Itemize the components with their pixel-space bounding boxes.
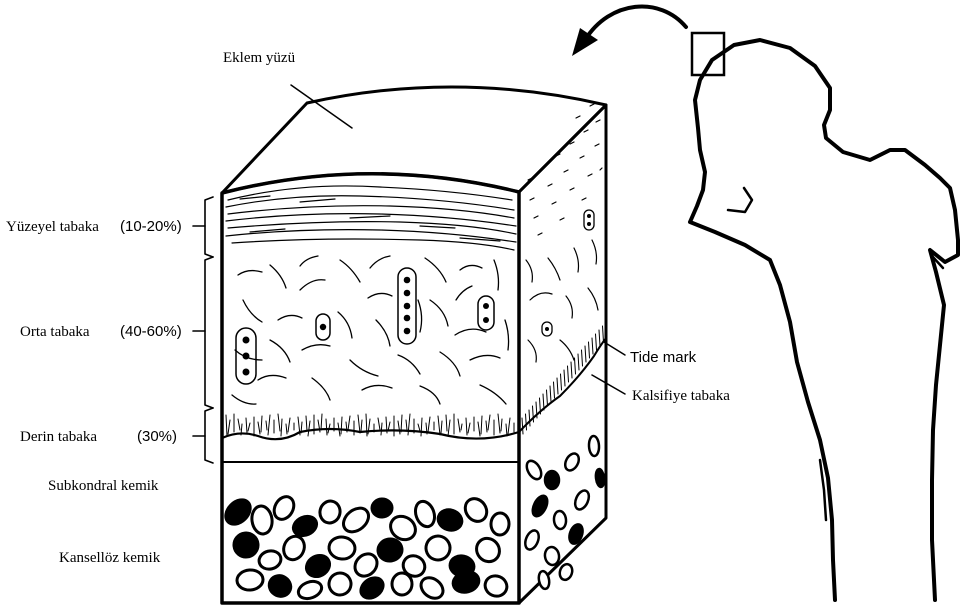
orta-label: Orta tabaka xyxy=(20,324,90,340)
eklem-leader xyxy=(291,85,352,128)
trabecula xyxy=(545,471,559,489)
subkondral-label: Subkondral kemik xyxy=(48,478,159,494)
trabecula xyxy=(357,574,387,603)
femur-outline xyxy=(690,40,958,600)
chondrocyte-column xyxy=(236,210,594,384)
trabecula xyxy=(558,563,574,582)
trabecula xyxy=(303,551,334,580)
trabecula xyxy=(472,534,504,567)
trabecula xyxy=(328,535,356,560)
trabecula xyxy=(376,537,403,562)
yuzeyel-pct: (10-20%) xyxy=(120,218,182,235)
layer-brackets xyxy=(193,197,213,463)
kanselloz-label: Kansellöz kemik xyxy=(59,550,161,566)
trabecula xyxy=(422,532,454,564)
trabecula xyxy=(339,503,373,536)
cartilage-block xyxy=(221,87,606,603)
tide-mark-label: Tide mark xyxy=(630,349,697,366)
trabecula xyxy=(524,458,544,481)
curved-arrow-icon xyxy=(572,6,686,56)
orta-pct: (40-60%) xyxy=(120,323,182,340)
trabecula xyxy=(280,533,308,563)
trabecula xyxy=(250,505,274,536)
trabecula xyxy=(372,498,393,517)
trabecula xyxy=(553,511,567,530)
trabecula xyxy=(523,528,542,551)
kalsifiye-label: Kalsifiye tabaka xyxy=(632,388,730,404)
trabecula xyxy=(318,499,342,525)
trabecula xyxy=(265,572,294,601)
kalsifiye-leader xyxy=(592,375,625,394)
trabeculae xyxy=(221,436,605,603)
trabecula xyxy=(350,549,381,580)
trabecula xyxy=(595,469,605,488)
trabecula xyxy=(392,573,412,595)
trabecula xyxy=(296,578,324,601)
trabecula xyxy=(530,493,550,518)
derin-pct: (30%) xyxy=(137,428,177,445)
derin-label: Derin tabaka xyxy=(20,429,97,445)
trabecula xyxy=(435,507,464,533)
trabecula xyxy=(544,546,561,566)
trabecula xyxy=(257,549,283,572)
trabecula xyxy=(236,569,263,591)
trabecula xyxy=(221,495,255,529)
trabecula xyxy=(412,499,437,529)
trabecula xyxy=(326,570,353,597)
trabecula xyxy=(588,436,599,456)
trabecula xyxy=(417,574,447,603)
trabecula xyxy=(482,573,510,600)
trabecula xyxy=(572,488,591,511)
yuzeyel-label: Yüzeyel tabaka xyxy=(6,219,99,235)
trabecula xyxy=(270,493,297,523)
trabecula xyxy=(491,513,510,536)
eklem-yuzu-label: Eklem yüzü xyxy=(223,50,296,66)
trabecula xyxy=(562,451,581,473)
trabecula xyxy=(461,494,491,525)
